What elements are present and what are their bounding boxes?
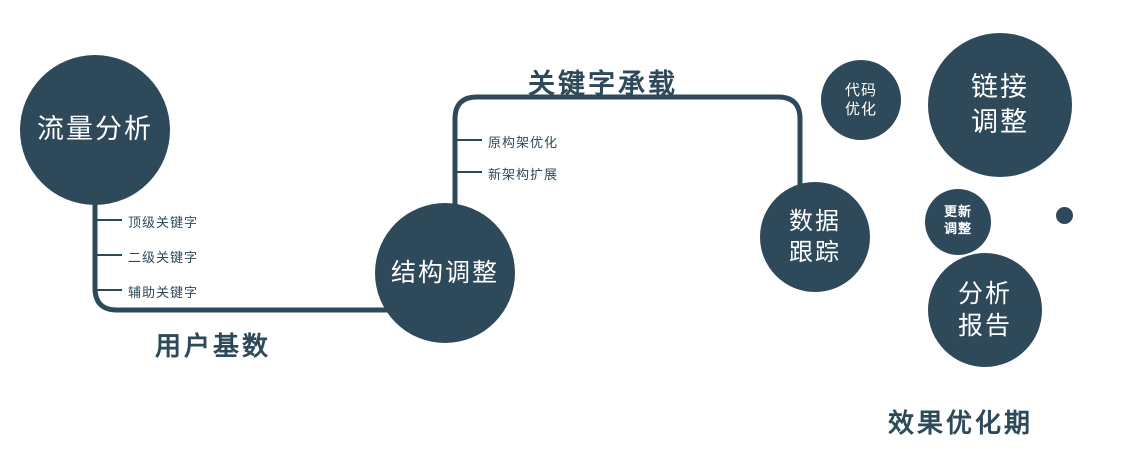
node-code-optimization-line2: 优化: [844, 100, 877, 118]
node-data-tracking-line2: 跟踪: [789, 238, 841, 266]
edge-label-user-base: 用户基数: [155, 332, 272, 362]
node-analysis-report-line1: 分析: [957, 278, 1012, 308]
branch-label-second-keywords: 二级关键字: [128, 251, 199, 266]
node-structure-adjustment-label: 结构调整: [390, 257, 499, 287]
node-link-adjustment-line1: 链接: [971, 71, 1029, 103]
node-data-tracking-line1: 数据: [789, 206, 841, 235]
connector-traffic-to-structure: [92, 200, 392, 313]
node-traffic-analysis: 流量分析: [20, 55, 170, 205]
node-analysis-report: 分析 报告: [928, 253, 1042, 367]
node-code-optimization: 代码 优化: [821, 60, 901, 140]
node-data-tracking: 数据 跟踪: [760, 182, 870, 292]
node-update-adjustment-line2: 调整: [943, 222, 972, 237]
connector-structure-to-data: [452, 94, 803, 206]
small-dot-marker: [1056, 207, 1073, 224]
branch-label-auxiliary-keywords: 辅助关键字: [128, 286, 199, 301]
node-update-adjustment-line1: 更新: [943, 205, 972, 221]
branch-label-new-architecture: 新架构扩展: [488, 168, 559, 183]
node-link-adjustment: 链接 调整: [928, 33, 1072, 177]
node-update-adjustment: 更新 调整: [925, 189, 991, 255]
node-analysis-report-line2: 报告: [957, 311, 1012, 340]
branch-label-original-architecture: 原构架优化: [488, 136, 559, 151]
footer-label-effect-optimization: 效果优化期: [888, 409, 1034, 439]
branch-label-top-keywords: 顶级关键字: [128, 216, 199, 231]
node-link-adjustment-line2: 调整: [971, 107, 1029, 138]
node-structure-adjustment: 结构调整: [375, 203, 515, 343]
node-traffic-analysis-label: 流量分析: [37, 114, 153, 146]
edge-label-keyword-carrying: 关键字承载: [528, 69, 678, 100]
node-code-optimization-line1: 代码: [844, 80, 877, 99]
